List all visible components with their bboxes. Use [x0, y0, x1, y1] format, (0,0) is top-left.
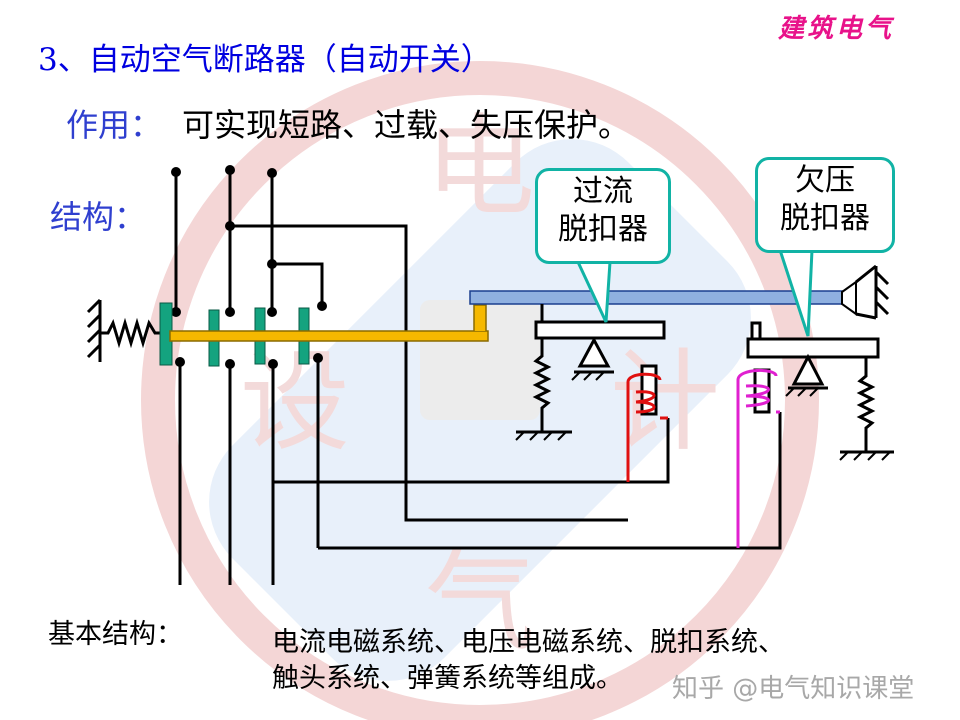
- basic-structure-line2: 触头系统、弹簧系统等组成。: [272, 663, 623, 694]
- callout-undervoltage-release: 欠压 脱扣器: [755, 157, 895, 253]
- basic-structure-label: 基本结构：: [48, 619, 183, 650]
- latch-lever: [469, 290, 843, 305]
- oc-armature: [515, 304, 666, 441]
- page-title: 3、自动空气断路器（自动开关）: [38, 42, 492, 78]
- brand-mark: 建筑电气: [778, 14, 895, 44]
- trip-bar: [169, 304, 489, 342]
- callout-oc-line2: 脱扣器: [558, 212, 648, 247]
- basic-structure-line1: 电流电磁系统、电压电磁系统、脱扣系统、: [272, 627, 785, 658]
- callout-oc-line1: 过流: [573, 174, 633, 209]
- callout-uv-line2: 脱扣器: [780, 201, 870, 236]
- terminal-dots: [171, 165, 327, 369]
- oc-coil-return: [273, 418, 670, 484]
- uv-coil: [736, 368, 780, 548]
- function-label: 作用：: [66, 106, 163, 144]
- pole-2-branch: [230, 224, 628, 522]
- lever-pivot: [841, 264, 890, 320]
- oc-coil: [626, 364, 668, 482]
- pole-3-branch: [272, 262, 324, 302]
- structure-label: 结构：: [50, 198, 147, 236]
- watermark-text: 知乎 @电气知识课堂: [672, 674, 915, 704]
- callout-uv-line1: 欠压: [795, 163, 855, 198]
- function-text: 可实现短路、过载、失压保护。: [182, 106, 631, 144]
- seal-char-4: 气: [425, 538, 535, 666]
- seal-char-1: 电: [425, 103, 535, 231]
- uv-armature: [746, 321, 894, 461]
- uv-coil-lead: [318, 412, 782, 550]
- main-spring: [86, 298, 162, 362]
- callout-overcurrent-release: 过流 脱扣器: [535, 168, 671, 264]
